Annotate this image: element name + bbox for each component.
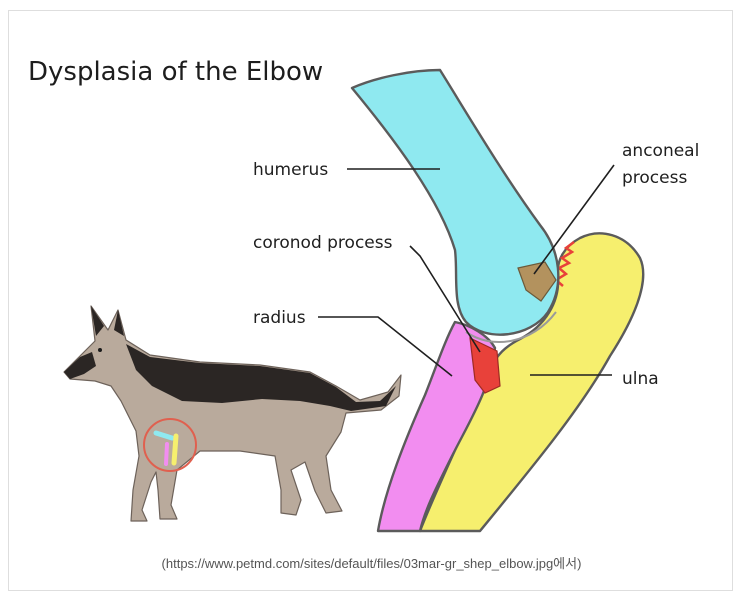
leader-line-radius (318, 317, 452, 376)
elbow-joint-illustration (352, 70, 643, 531)
label-radius: radius (253, 308, 306, 328)
label-anconeal-process-line2: process (622, 168, 687, 188)
source-caption: (https://www.petmd.com/sites/default/fil… (0, 553, 743, 572)
mini-radius-mark (166, 444, 167, 464)
dog-body (64, 306, 401, 521)
diagram-title: Dysplasia of the Elbow (28, 57, 323, 87)
humerus-bone (352, 70, 558, 335)
mini-ulna-mark (174, 436, 176, 463)
label-anconeal-process-line1: anconeal (622, 141, 699, 161)
label-coronoid-process: coronod process (253, 233, 393, 253)
label-humerus: humerus (253, 160, 328, 180)
label-ulna: ulna (622, 369, 659, 389)
german-shepherd-illustration (64, 306, 401, 521)
dog-eye (98, 348, 102, 352)
